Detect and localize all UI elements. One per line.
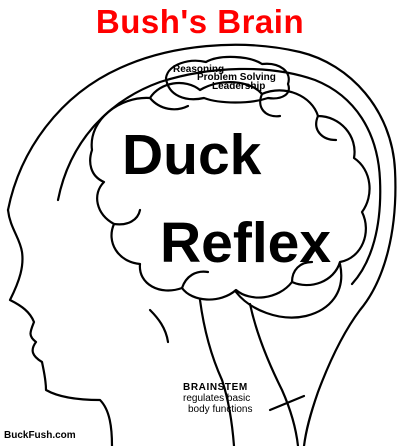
brainstem-pointer: [268, 394, 306, 412]
brain-fold-5: [180, 270, 210, 290]
cortex-lobe: [164, 55, 290, 104]
head-outline: [6, 43, 397, 446]
label-reasoning: Reasoning: [173, 64, 225, 75]
page-title: Bush's Brain: [95, 3, 305, 40]
label-leadership: Leadership: [212, 81, 266, 92]
label-brainstem-line1: regulates basic: [183, 393, 251, 404]
brain-fold-2: [259, 92, 282, 118]
face-profile: [6, 208, 114, 446]
brain-outline: [89, 81, 371, 301]
label-brainstem-line2: body functions: [188, 404, 253, 415]
site-credit: BuckFush.com: [4, 430, 76, 441]
brain-fold-6: [290, 260, 314, 284]
brain-fold-1: [148, 96, 190, 111]
label-duck: Duck: [122, 123, 262, 187]
label-brainstem-heading: BRAINSTEM: [183, 382, 248, 393]
brainstem-outline-2: [248, 302, 300, 446]
brain-fold-4: [112, 208, 142, 226]
ear-hint: [148, 308, 170, 344]
label-reflex: Reflex: [160, 211, 332, 275]
label-problem-solving: Problem Solving: [197, 72, 276, 83]
brain-fold-3: [315, 114, 338, 142]
brainstem-outline: [198, 298, 236, 446]
